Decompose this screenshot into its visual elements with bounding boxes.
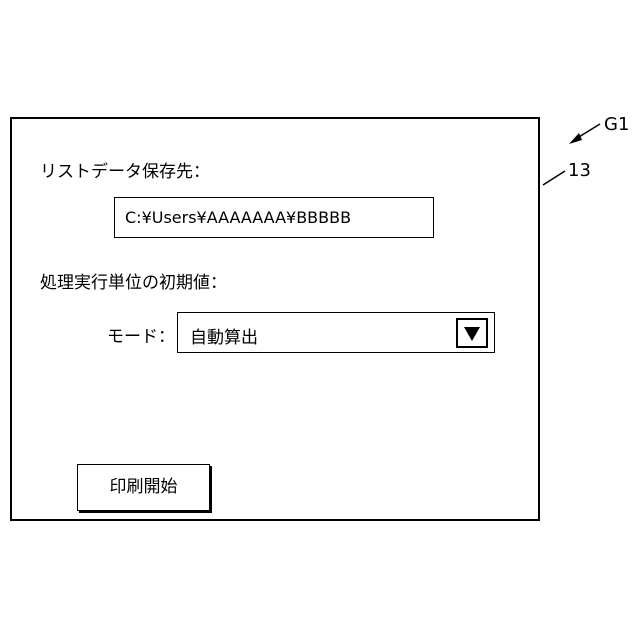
screen-13-leader-line <box>543 171 565 185</box>
settings-screen: リストデータ保存先： C:¥Users¥AAAAAAA¥BBBBB 処理実行単位… <box>10 117 540 521</box>
ref-g1: G1 <box>604 114 629 135</box>
initial-unit-label: 処理実行単位の初期値： <box>40 268 227 293</box>
ref-13: 13 <box>568 160 591 181</box>
save-path-field[interactable]: C:¥Users¥AAAAAAA¥BBBBB <box>114 197 434 238</box>
mode-label: モード： <box>107 322 175 347</box>
g1-arrowhead <box>569 133 582 144</box>
mode-select[interactable]: 自動算出 <box>177 312 495 353</box>
mode-select-value: 自動算出 <box>190 323 258 348</box>
print-start-button[interactable]: 印刷開始 <box>77 464 210 511</box>
save-location-label: リストデータ保存先： <box>40 157 210 182</box>
chevron-down-icon <box>464 327 480 341</box>
mode-dropdown-button[interactable] <box>456 318 488 348</box>
